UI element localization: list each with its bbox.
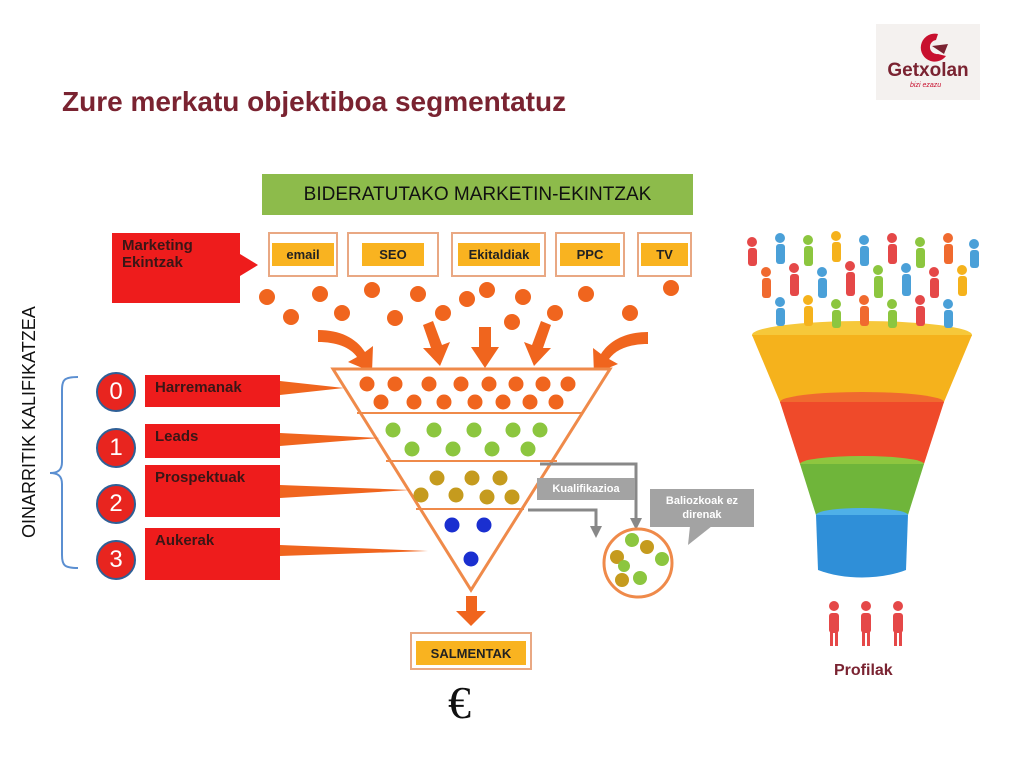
marketing-arrow bbox=[240, 254, 258, 276]
logo-tagline: bizi ezazu bbox=[910, 82, 942, 89]
stage-number-3: 3 bbox=[96, 540, 136, 580]
people-crowd-icon bbox=[747, 231, 979, 328]
channel-tv: TV bbox=[641, 243, 688, 266]
stage-number-1: 1 bbox=[96, 428, 136, 468]
funnel-dots-olive bbox=[413, 470, 520, 505]
profile-people-icon bbox=[829, 601, 903, 646]
discard-dots bbox=[610, 533, 669, 587]
sales-label: SALMENTAK bbox=[416, 641, 526, 665]
euro-symbol: € bbox=[448, 677, 471, 728]
profiles-label: Profilak bbox=[834, 662, 893, 679]
stage-label-contacts: Harremanak bbox=[145, 375, 280, 407]
stage-number-0: 0 bbox=[96, 372, 136, 412]
channel-ppc: PPC bbox=[560, 243, 620, 266]
qualification-label: Kualifikazioa bbox=[537, 478, 635, 500]
stage-number-2: 2 bbox=[96, 484, 136, 524]
page-title: Zure merkatu objektiboa segmentatuz bbox=[62, 86, 567, 117]
bracket bbox=[49, 376, 79, 569]
marketing-actions-box: Marketing Ekintzak bbox=[112, 233, 240, 303]
funnel-dots-green bbox=[385, 422, 548, 457]
channel-email: email bbox=[272, 243, 334, 266]
stage-label-opportunities: Aukerak bbox=[145, 528, 280, 580]
stage-label-leads: Leads bbox=[145, 424, 280, 458]
channel-seo: SEO bbox=[362, 243, 424, 266]
funnel-dots-blue bbox=[444, 517, 492, 567]
qualification-lines bbox=[528, 462, 638, 528]
top-dots bbox=[259, 280, 679, 330]
profiles-funnel bbox=[752, 321, 972, 578]
channel-events: Ekitaldiak bbox=[458, 243, 540, 266]
getxolan-logo bbox=[876, 24, 980, 100]
header-bar: BIDERATUTAKO MARKETIN-EKINTZAK bbox=[262, 174, 693, 215]
sales-arrow bbox=[456, 596, 486, 626]
logo-name: Getxolan bbox=[887, 60, 969, 81]
stage-label-prospects: Prospektuak bbox=[145, 465, 280, 517]
stage-pointers bbox=[280, 381, 428, 556]
not-valid-label: Baliozkoak ez direnak bbox=[650, 489, 754, 527]
funnel-arrows bbox=[318, 321, 648, 374]
funnel-dots-orange bbox=[359, 376, 576, 410]
